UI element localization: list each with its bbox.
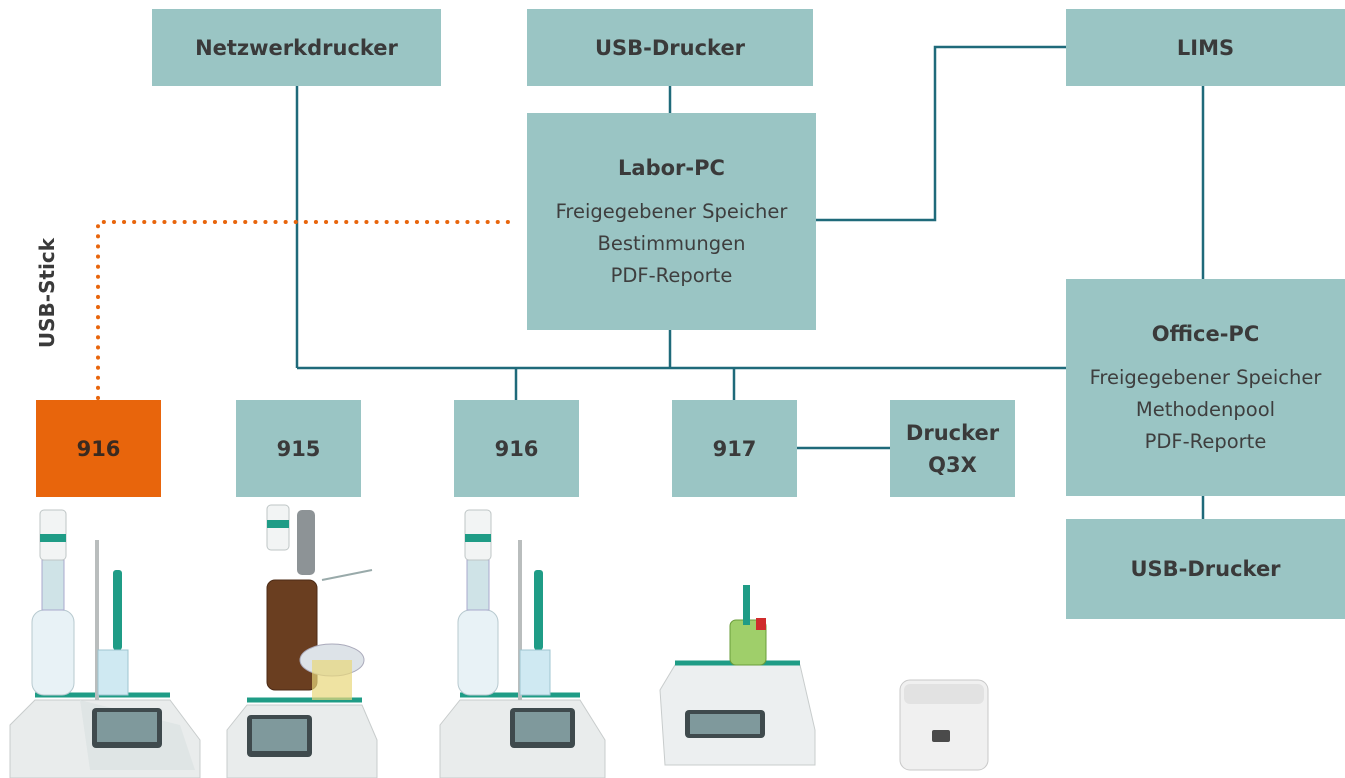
office-pc-line: PDF-Reporte [1144, 429, 1267, 453]
printer-q3x-box: Drucker Q3X [890, 400, 1015, 497]
device-915-box: 915 [236, 400, 361, 497]
network-printer-label: Netzwerkdrucker [195, 35, 398, 60]
labor-pc-box: Labor-PC Freigegebener Speicher Bestimmu… [527, 113, 816, 330]
device-916-box: 916 [454, 400, 579, 497]
usb-printer-top-box: USB-Drucker [527, 9, 813, 86]
device-916-standalone-label: 916 [76, 436, 121, 461]
device-917-label: 917 [712, 436, 757, 461]
usb-printer-top-label: USB-Drucker [594, 35, 746, 60]
office-pc-box: Office-PC Freigegebener Speicher Methode… [1066, 279, 1345, 496]
labor-pc-title: Labor-PC [618, 155, 725, 180]
usb-stick-label-wrap: USB-Stick [22, 218, 72, 368]
device-917-box: 917 [672, 400, 797, 497]
printer-icon [899, 679, 989, 771]
usb-stick-label: USB-Stick [35, 237, 59, 349]
titrator-916-icon [9, 509, 201, 778]
device-915-label: 915 [276, 436, 321, 461]
line-labor-lims [816, 45, 1066, 222]
device-916-standalone-box: 916 [36, 400, 161, 497]
office-pc-title: Office-PC [1151, 321, 1260, 346]
usb-printer-bottom-label: USB-Drucker [1130, 557, 1281, 581]
labor-pc-line: PDF-Reporte [610, 263, 733, 287]
titrator-917-icon [659, 585, 816, 766]
device-916-label: 916 [494, 436, 539, 461]
printer-q3x-label-line1: Drucker [905, 420, 1000, 445]
network-printer-box: Netzwerkdrucker [152, 9, 441, 86]
office-pc-line: Freigegebener Speicher [1089, 365, 1322, 389]
labor-pc-line: Bestimmungen [597, 231, 746, 255]
office-pc-line: Methodenpool [1135, 397, 1276, 421]
lims-label: LIMS [1176, 35, 1235, 60]
usb-printer-bottom-box: USB-Drucker [1066, 519, 1345, 619]
printer-q3x-label-line2: Q3X [928, 452, 977, 477]
labor-pc-line: Freigegebener Speicher [555, 199, 788, 223]
titrator-915-icon [226, 504, 378, 778]
usb-stick-link [96, 220, 514, 400]
titrator-916-icon [439, 509, 606, 778]
lims-box: LIMS [1066, 9, 1345, 86]
